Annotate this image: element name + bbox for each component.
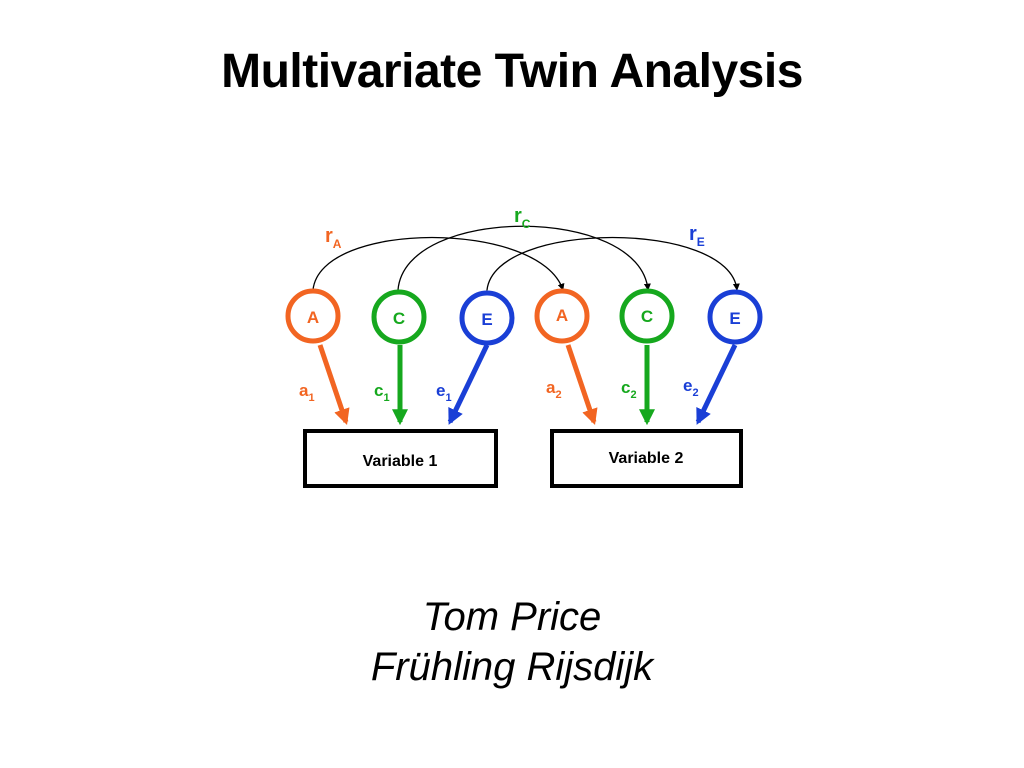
correlation-label-e: rE [689,223,705,249]
path-label-a1: a1 [299,381,315,404]
variable-box-1: Variable 1 [303,429,498,488]
path-label-e1: e1 [436,381,452,404]
factor-circle-a2: A [534,288,590,344]
correlation-label-c: rC [514,205,531,231]
factor-circle-a1: A [285,288,341,344]
author-list: Tom Price Frühling Rijsdijk [0,592,1024,692]
author-name: Tom Price [422,595,602,639]
correlation-arc-c [393,225,651,297]
author-name: Frühling Rijsdijk [370,645,654,689]
svg-text:C: C [641,307,653,326]
slide-title: Multivariate Twin Analysis [221,45,803,98]
svg-text:Variable 1: Variable 1 [363,453,438,470]
svg-text:Variable 2: Variable 2 [609,450,684,467]
path-label-c1: c1 [374,381,390,404]
path-label-e2: e2 [683,376,699,399]
path-label-c2: c2 [621,378,637,401]
factor-circle-c1: C [371,289,427,345]
svg-text:A: A [556,306,568,325]
correlation-label-a: rA [325,225,342,251]
variable-box-2: Variable 2 [550,429,743,488]
svg-text:E: E [481,310,492,329]
correlation-arc-e [482,236,740,297]
path-arrow-a2 [565,344,598,426]
factor-circle-c2: C [619,288,675,344]
factor-circle-e1: E [459,290,515,346]
factor-circle-e2: E [707,289,763,345]
path-arrow-e1 [447,343,490,425]
svg-text:E: E [729,309,740,328]
svg-text:C: C [393,309,405,328]
path-label-a2: a2 [546,378,562,401]
svg-text:A: A [307,308,319,327]
path-arrow-a1 [317,344,350,426]
correlation-arc-a [308,236,565,297]
path-arrow-e2 [695,343,738,425]
